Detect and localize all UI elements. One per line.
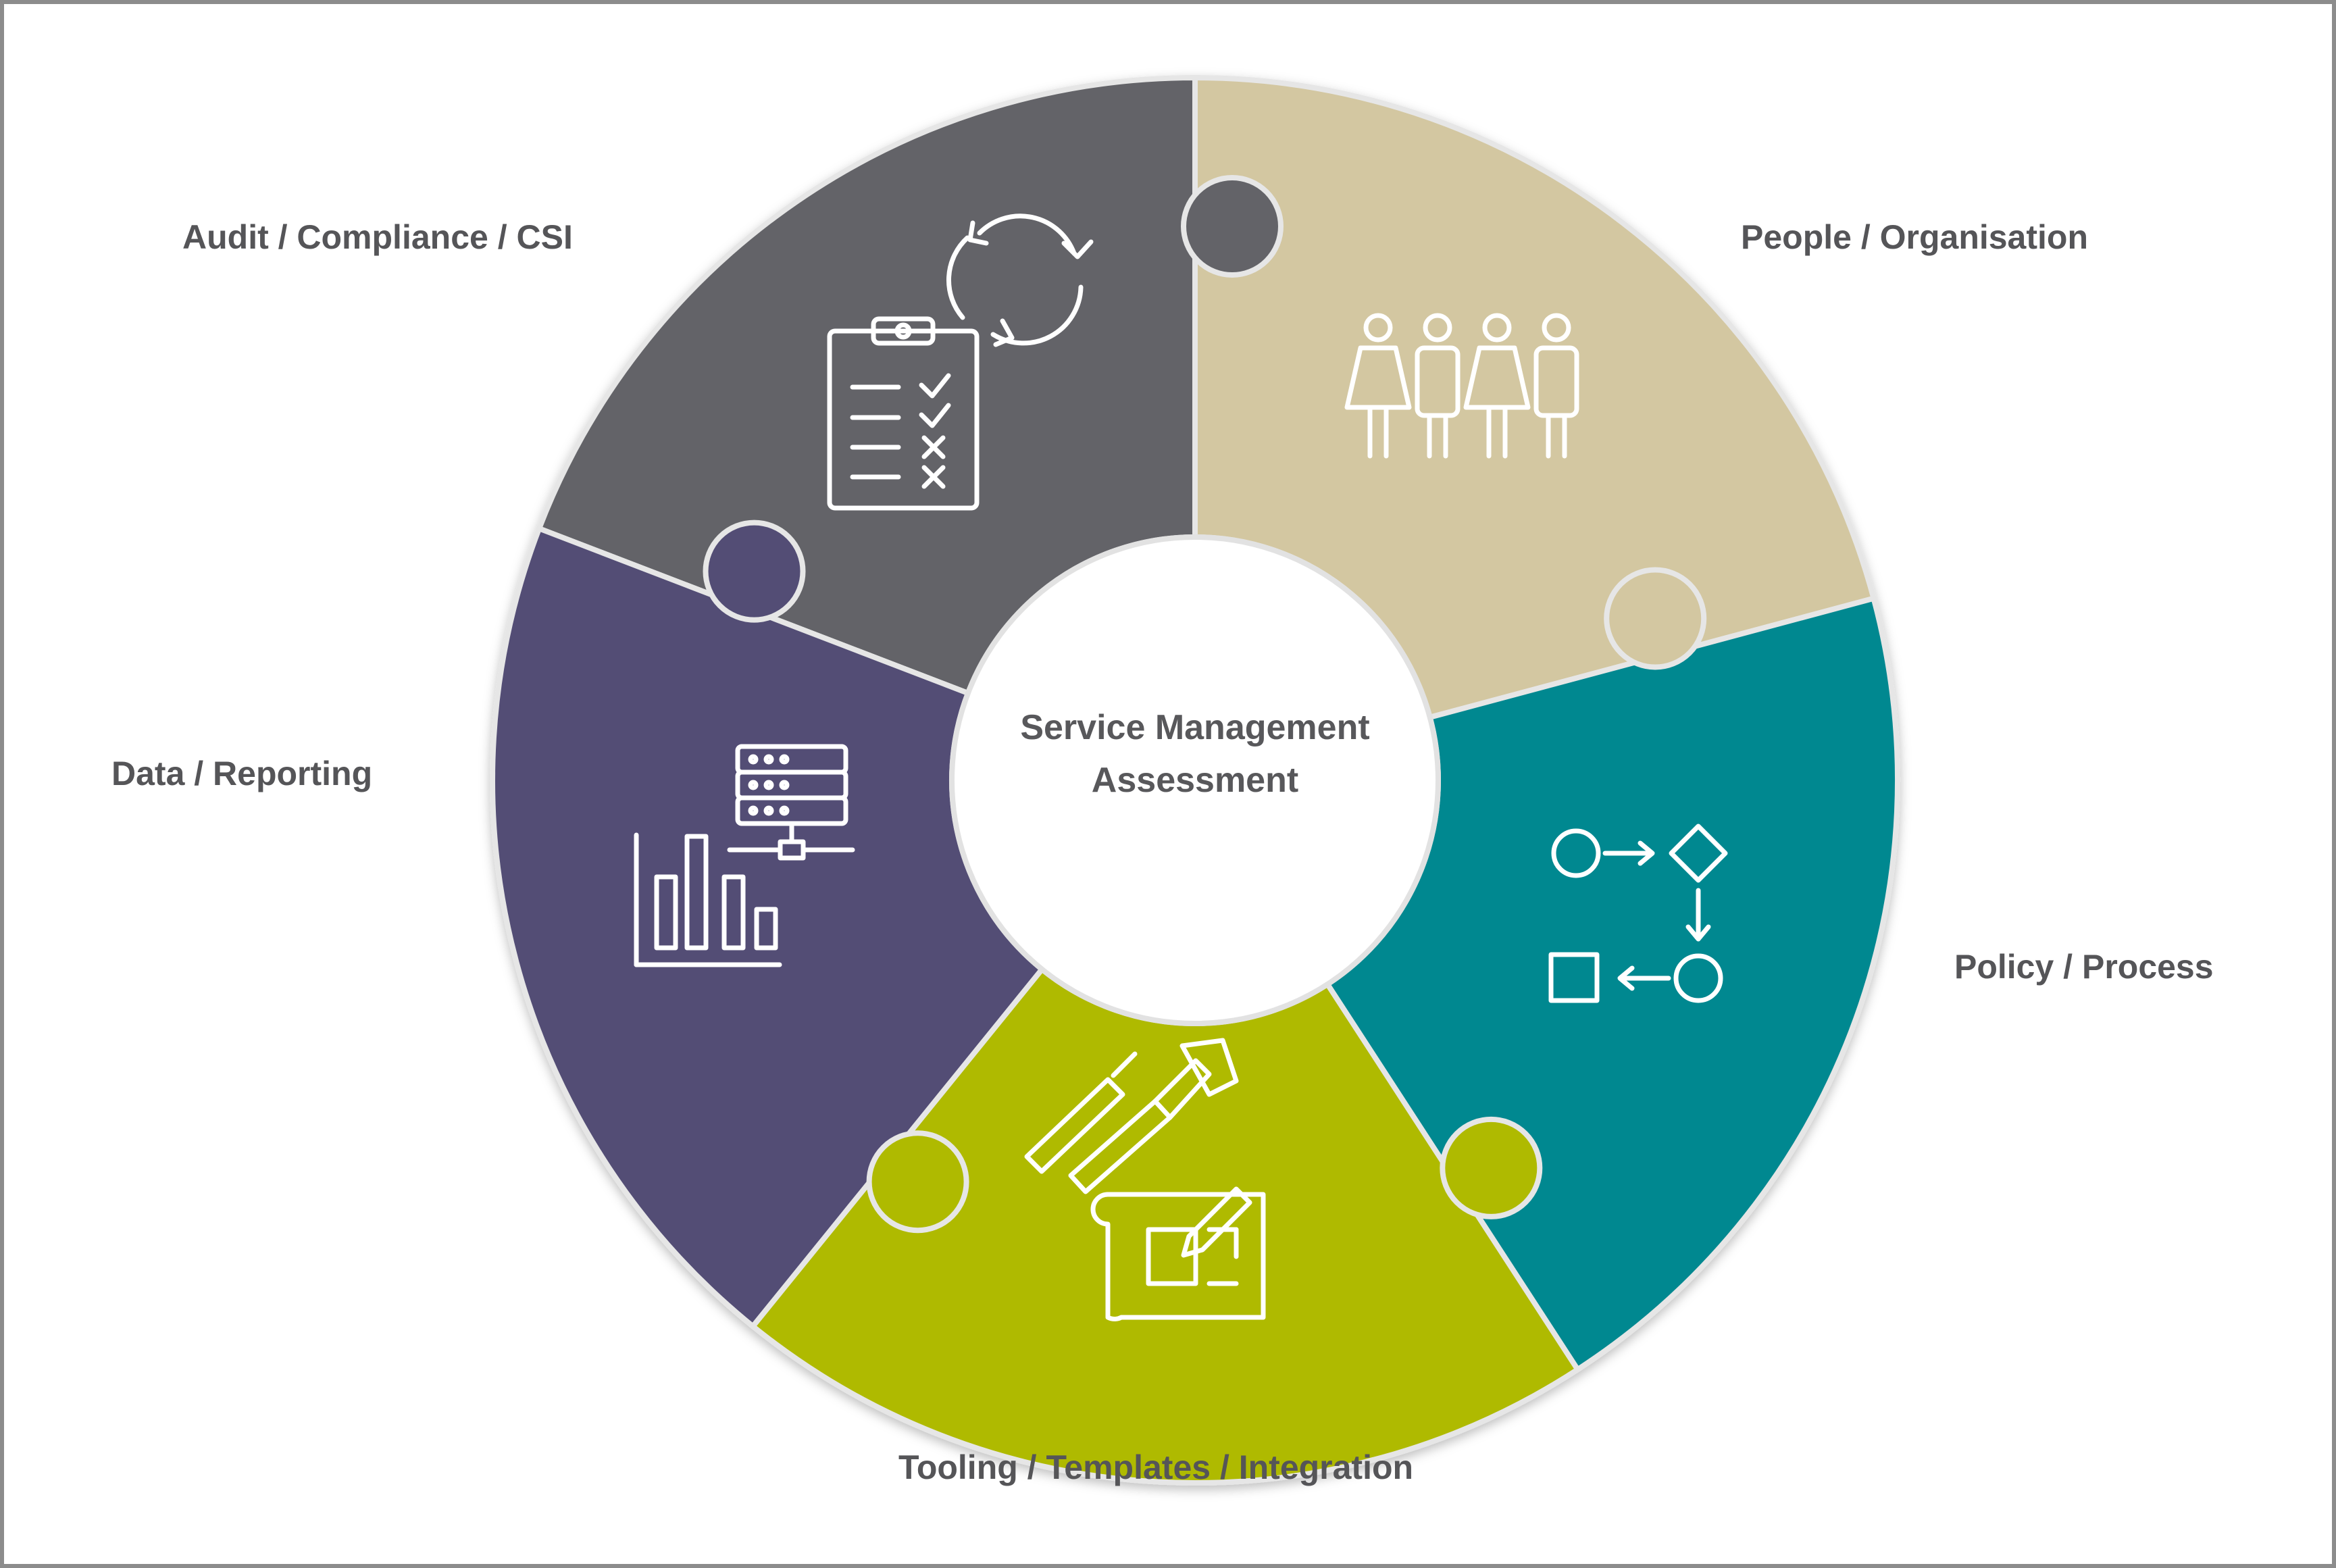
label-policy-process: Policy / Process <box>1954 948 2214 986</box>
puzzle-knob <box>1604 567 1707 670</box>
puzzle-knob <box>866 1130 969 1234</box>
center-title-line1: Service Management <box>1020 708 1369 747</box>
puzzle-knob <box>1440 1116 1543 1219</box>
tools-blueprint-icon <box>1024 1038 1266 1321</box>
label-tooling-templates-integration: Tooling / Templates / Integration <box>898 1448 1413 1486</box>
center-circle <box>949 534 1441 1026</box>
puzzle-knob <box>703 520 806 623</box>
server-bar-chart-icon <box>634 744 855 967</box>
process-flow-icon <box>1548 824 1728 1003</box>
label-data-reporting: Data / Reporting <box>111 755 372 792</box>
label-audit-compliance-csi: Audit / Compliance / CSI <box>182 218 573 256</box>
clipboard-checklist-cycle-icon <box>827 213 1094 511</box>
puzzle-knob <box>1181 175 1284 278</box>
people-group-icon <box>1344 313 1579 459</box>
center-title-line2: Assessment <box>1092 761 1298 800</box>
label-people-organisation: People / Organisation <box>1741 218 2088 256</box>
